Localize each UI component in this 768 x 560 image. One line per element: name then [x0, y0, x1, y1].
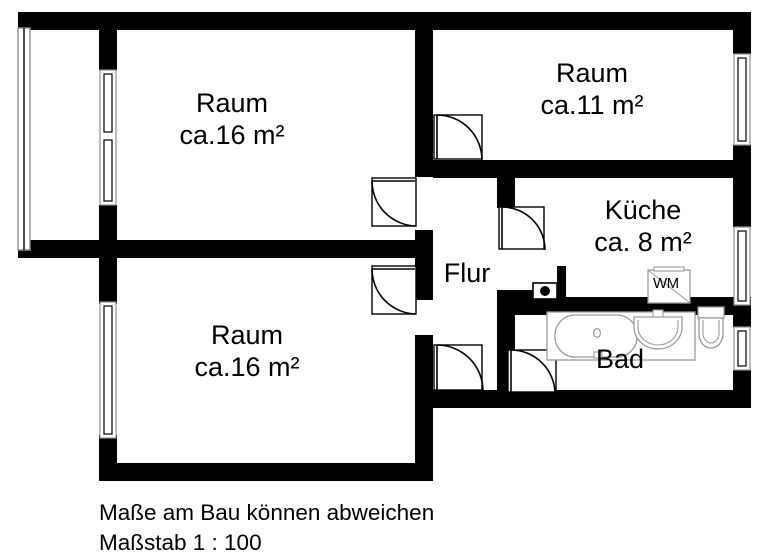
- wall-horizontal-left-divider: [18, 240, 433, 258]
- wall-top-right: [433, 12, 751, 30]
- window-right-kueche: [733, 226, 751, 306]
- kitchen-appliance-icon: [532, 282, 558, 300]
- door-group: [371, 114, 557, 395]
- window-right-bad: [733, 326, 751, 371]
- door-raum-bottom-left: [371, 265, 417, 315]
- toilet-icon: [697, 306, 725, 349]
- wall-bottom-flur: [433, 390, 515, 408]
- door-raum-top-right: [433, 114, 483, 161]
- wall-vertical-center-bot: [415, 335, 433, 481]
- window-right-raum: [733, 53, 751, 146]
- door-kueche: [498, 206, 546, 251]
- fixture-group: [532, 266, 725, 361]
- door-raum-top-left: [371, 177, 417, 227]
- window-group: [17, 27, 751, 439]
- wall-right-outer-a: [733, 12, 751, 54]
- door-flur-entrance: [433, 344, 484, 392]
- footer-scale: Maßstab 1 : 100: [99, 529, 262, 555]
- wall-vertical-center-top: [415, 12, 433, 177]
- wash-basin-icon: [633, 309, 683, 350]
- wall-bottom-bad: [515, 390, 751, 408]
- wall-stub-left-upper: [99, 30, 117, 70]
- washing-machine-icon: [647, 266, 691, 304]
- washing-machine-label: WM: [653, 275, 679, 292]
- wall-right-outer-b: [733, 145, 751, 227]
- window-left-bottom-room: [99, 301, 117, 439]
- window-left-top-room: [99, 69, 117, 206]
- wall-horizontal-kueche-top: [433, 160, 751, 178]
- window-balcony-left: [17, 27, 31, 251]
- wall-bottom-left: [99, 463, 433, 481]
- wall-right-outer-c: [733, 305, 751, 327]
- bathtub-icon: [546, 311, 696, 361]
- footer-note: Maße am Bau können abweichen Maßstab 1 :…: [99, 498, 434, 557]
- wall-stub-left-lower: [99, 205, 117, 257]
- wall-left-outer-bottom: [99, 252, 117, 304]
- wall-vertical-flur-right-top: [497, 170, 515, 208]
- wall-top-left: [18, 12, 433, 30]
- wall-right-outer-d: [733, 370, 751, 408]
- wall-group: [18, 12, 751, 481]
- kitchen-counter-stub-v: [557, 266, 566, 299]
- footer-disclaimer: Maße am Bau können abweichen: [99, 500, 435, 525]
